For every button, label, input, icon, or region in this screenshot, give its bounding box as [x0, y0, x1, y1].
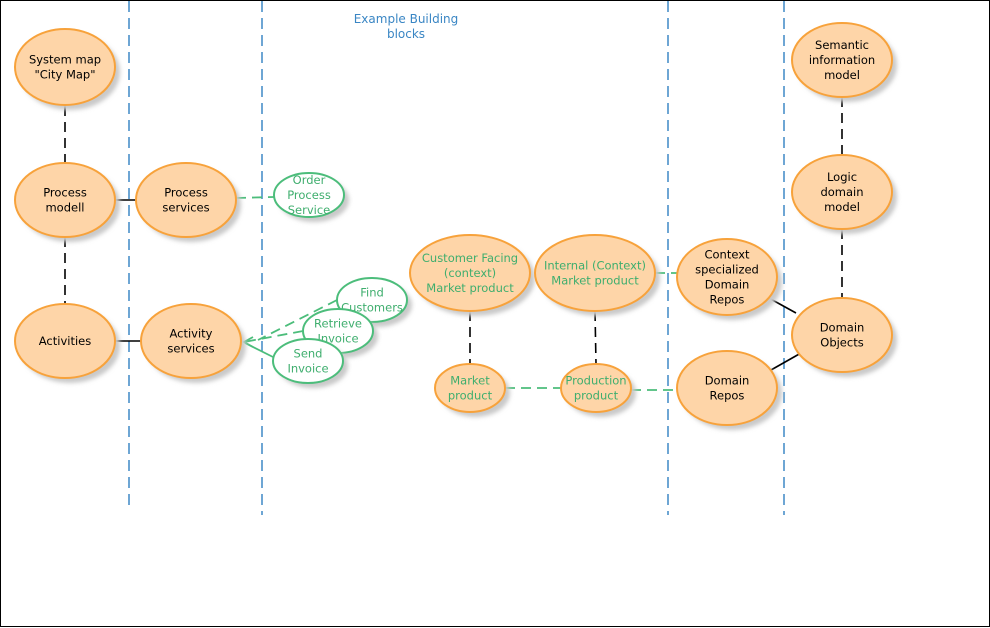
node-label-line: Context: [704, 248, 750, 262]
node-label-line: (context): [444, 266, 496, 280]
node-ellipse: [409, 234, 531, 312]
node-label-line: services: [162, 201, 209, 215]
node-label-line: Send: [294, 347, 323, 361]
node-customer-facing-market-product[interactable]: Customer Facing(context)Market product: [409, 234, 535, 316]
node-ellipse: [135, 162, 237, 238]
node-label-line: Market product: [551, 274, 639, 288]
connector: [770, 352, 802, 371]
node-label-line: Domain: [705, 278, 750, 292]
node-ellipse: [791, 22, 893, 98]
node-label-line: Market: [450, 374, 490, 388]
node-ellipse: [273, 172, 345, 218]
node-label-line: model: [824, 200, 860, 214]
node-label-line: information: [809, 53, 875, 67]
node-label-line: Retrieve: [314, 317, 362, 331]
node-ellipse: [434, 363, 506, 413]
node-label-line: product: [574, 389, 619, 403]
node-label-line: Customer Facing: [422, 251, 518, 265]
title-line: Example Building: [354, 12, 459, 26]
nodes: System map"City Map"ProcessmodellActivit…: [14, 22, 897, 430]
node-ellipse: [791, 154, 893, 230]
node-label-line: Logic: [827, 170, 857, 184]
node-label-line: Production: [565, 374, 626, 388]
node-label-line: Order: [293, 173, 326, 187]
node-ellipse: [14, 162, 116, 238]
node-ellipse: [676, 238, 778, 316]
node-label-line: Objects: [820, 336, 863, 350]
node-label-line: Activities: [39, 334, 91, 348]
node-label-line: Process: [43, 186, 87, 200]
node-label-line: domain: [820, 185, 863, 199]
node-ellipse: [791, 297, 893, 373]
connector: [243, 330, 304, 343]
node-system-map[interactable]: System map"City Map": [14, 28, 120, 110]
title-line: blocks: [387, 27, 425, 41]
node-ellipse: [272, 338, 344, 384]
node-activities[interactable]: Activities: [14, 303, 120, 383]
column-dividers: [128, 1, 785, 515]
node-label-line: Market product: [426, 281, 514, 295]
node-label-line: Repos: [710, 389, 745, 403]
node-label-line: Find: [360, 286, 384, 300]
connector: [594, 310, 597, 365]
node-label-line: Internal (Context): [544, 259, 646, 273]
node-ellipse: [560, 363, 632, 413]
node-label-line: Domain: [820, 321, 865, 335]
node-ellipse: [14, 303, 116, 379]
node-label-line: "City Map": [34, 68, 95, 82]
node-label-line: System map: [29, 53, 101, 67]
node-label-line: Invoice: [287, 362, 328, 376]
node-label-line: Activity: [169, 327, 212, 341]
node-label-line: Process: [164, 186, 208, 200]
node-label-line: Service: [288, 203, 331, 217]
node-label-line: model: [824, 68, 860, 82]
node-label-line: Process: [287, 188, 331, 202]
node-ellipse: [14, 28, 116, 106]
node-ellipse: [534, 234, 656, 312]
node-label-line: specialized: [695, 263, 759, 277]
node-ellipse: [140, 303, 242, 379]
node-label-line: product: [448, 389, 493, 403]
node-label-line: Domain: [705, 374, 750, 388]
node-label-line: modell: [45, 201, 84, 215]
node-label-line: services: [167, 342, 214, 356]
node-label-line: Customers: [341, 301, 403, 315]
node-internal-market-product[interactable]: Internal (Context)Market product: [534, 234, 660, 316]
connector: [235, 196, 275, 199]
node-label-line: Semantic: [815, 38, 869, 52]
connector: [257, 299, 338, 341]
node-label-line: Repos: [710, 293, 745, 307]
node-ellipse: [676, 350, 778, 426]
